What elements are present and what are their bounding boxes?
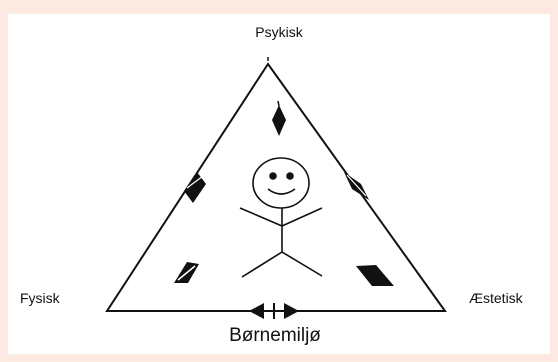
right-edge-diamond-line <box>346 174 367 197</box>
top-diamond-icon <box>272 105 286 136</box>
figure-right-leg <box>281 251 323 277</box>
label-bornemiljo: Børnemiljø <box>229 325 321 346</box>
bottom-right-diamond-icon <box>356 265 394 286</box>
stick-figure-icon <box>239 157 323 278</box>
left-edge-diamond-line <box>186 175 204 189</box>
figure-right-arm <box>281 207 323 227</box>
figure-left-eye <box>269 172 277 180</box>
figure-left-arm <box>239 207 283 227</box>
diagram-card <box>8 14 550 354</box>
bottom-arrow-right-icon <box>284 303 299 319</box>
figure-right-eye <box>286 172 294 180</box>
figure-head <box>252 157 310 209</box>
top-diamond-tick <box>277 100 280 107</box>
figure-smile <box>267 188 296 195</box>
label-psykisk: Psykisk <box>255 24 303 40</box>
label-aestetisk: Æstetisk <box>469 290 523 306</box>
label-fysisk: Fysisk <box>20 290 60 306</box>
left-edge-diamond-icon <box>184 172 206 203</box>
bottom-left-diamond-line <box>177 265 196 281</box>
figure-left-leg <box>241 251 283 278</box>
bottom-arrow-left-icon <box>249 303 264 319</box>
triangle-outline <box>105 62 447 312</box>
